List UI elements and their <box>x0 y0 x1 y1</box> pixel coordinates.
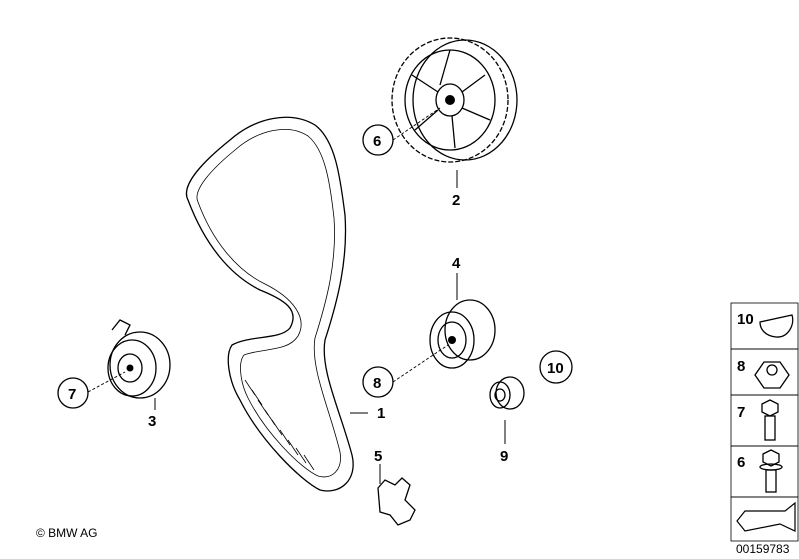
callout-circle-6 <box>362 124 394 156</box>
callout-circle-10 <box>539 350 573 384</box>
legend-label-8: 8 <box>737 358 745 375</box>
legend-label-7: 7 <box>737 404 745 421</box>
copyright: © BMW AG <box>36 526 98 540</box>
callout-9: 9 <box>500 448 508 465</box>
parts-legend: 10 8 7 6 <box>730 302 799 542</box>
image-number: 00159783 <box>736 542 790 556</box>
arrow-icon <box>736 501 796 532</box>
leader-6 <box>392 107 441 141</box>
belt-guide <box>377 477 416 526</box>
callout-10: 10 <box>547 360 564 377</box>
legend-label-10: 10 <box>737 311 754 328</box>
legend-label-6: 6 <box>737 454 745 471</box>
callout-2: 2 <box>452 192 460 209</box>
idler-pulley <box>429 299 496 369</box>
nut-icon <box>754 361 790 389</box>
callout-1: 1 <box>377 405 385 422</box>
bolt-icon <box>761 399 779 441</box>
camshaft-sprocket <box>391 37 518 163</box>
callout-3: 3 <box>148 413 156 430</box>
small-pulley <box>489 376 525 410</box>
timing-belt <box>185 116 354 492</box>
flange-bolt-icon <box>759 449 783 493</box>
callout-8: 8 <box>373 375 381 392</box>
callout-7: 7 <box>68 386 76 403</box>
callout-5: 5 <box>374 448 382 465</box>
callout-4: 4 <box>452 255 461 272</box>
tensioner-pulley <box>107 319 171 399</box>
leader-7 <box>87 371 126 393</box>
callout-circle-8 <box>362 366 394 398</box>
callout-circle-7 <box>57 377 89 409</box>
leader-8 <box>392 344 449 383</box>
woodruff-key-icon <box>759 314 794 338</box>
callout-6: 6 <box>373 133 381 150</box>
